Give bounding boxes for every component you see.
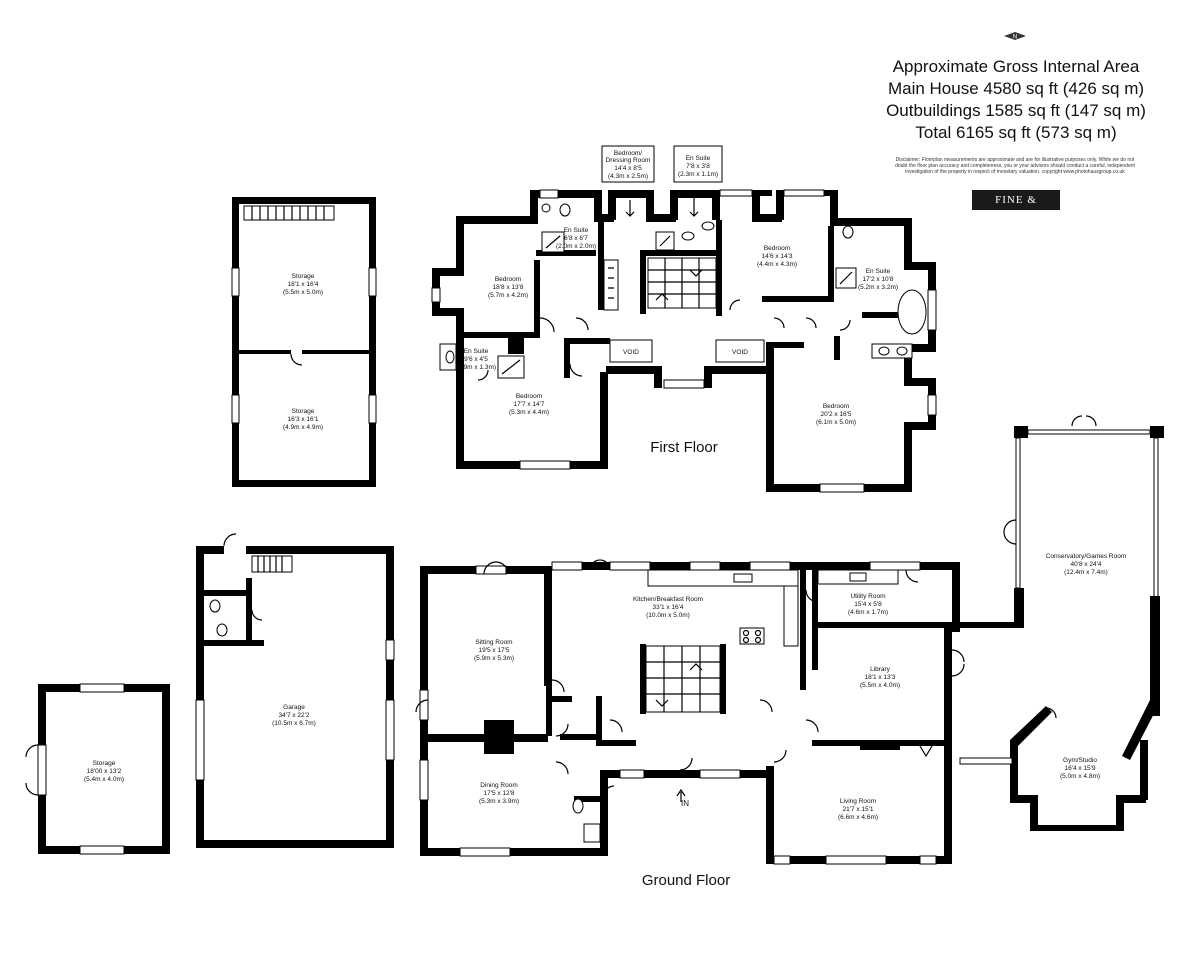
bedroom-3-metric: (5.3m x 4.4m) — [509, 409, 549, 416]
dining-metric: (5.3m x 3.9m) — [479, 798, 519, 805]
gym-size: 16'4 x 15'9 — [1064, 765, 1095, 772]
first-floor-label: First Floor — [650, 439, 718, 456]
outbuilding-storage-block — [231, 197, 377, 487]
ensuite-a-size: 6'8 x 6'7 — [564, 235, 588, 242]
area-main-house: Main House 4580 sq ft (426 sq m) — [887, 79, 1145, 98]
bedroom-3-size: 17'7 x 14'7 — [513, 401, 544, 408]
living-size: 21'7 x 15'1 — [842, 806, 873, 813]
kitchen-metric: (10.0m x 5.0m) — [646, 612, 690, 619]
dining-size: 17'5 x 12'8 — [483, 790, 514, 797]
storage-top-name: Storage — [292, 273, 315, 280]
dressing-name2: Dressing Room — [606, 157, 651, 164]
first-floor-staircase — [647, 257, 717, 309]
garage-size: 34'7 x 22'2 — [278, 712, 309, 719]
kitchen-size: 33'1 x 16'4 — [652, 604, 683, 611]
svg-text:N: N — [1013, 35, 1017, 41]
bedroom-1-size: 18'8 x 13'8 — [492, 284, 523, 291]
dressing-metric: (4.3m x 2.5m) — [608, 173, 648, 180]
living-metric: (6.6m x 4.6m) — [838, 814, 878, 821]
storage-bottom-size: 18'00 x 13'2 — [87, 768, 122, 775]
area-summary: Approximate Gross Internal Area Main Hou… — [856, 56, 1176, 144]
utility-size: 15'4 x 5'8 — [854, 601, 882, 608]
storage-mid-size: 16'3 x 16'1 — [287, 416, 318, 423]
bedroom-2-metric: (4.4m x 4.3m) — [757, 261, 797, 268]
ensuite-c-name: En Suite — [464, 348, 489, 355]
staircase — [243, 205, 335, 221]
storage-mid-metric: (4.9m x 4.9m) — [283, 424, 323, 431]
void-1-label: VOID — [623, 349, 639, 356]
garage-name: Garage — [283, 704, 305, 711]
conservatory-metric: (12.4m x 7.4m) — [1064, 569, 1108, 576]
conservatory-name: Conservatory/Games Room — [1046, 553, 1127, 560]
ensuite-b-size: 17'2 x 10'8 — [862, 276, 893, 283]
storage-top-metric: (5.5m x 5.0m) — [283, 289, 323, 296]
area-total: Total 6165 sq ft (573 sq m) — [915, 123, 1117, 142]
bedroom-4-size: 20'2 x 16'5 — [820, 411, 851, 418]
utility-metric: (4.6m x 1.7m) — [848, 609, 888, 616]
gym-name: Gym/Studio — [1063, 757, 1097, 764]
library-metric: (5.5m x 4.0m) — [860, 682, 900, 689]
gym-metric: (5.0m x 4.8m) — [1060, 773, 1100, 780]
conservatory-block — [959, 415, 1164, 831]
bedroom-3-name: Bedroom — [516, 393, 542, 400]
entrance-label: IN — [681, 799, 689, 808]
small-storage-block — [25, 683, 170, 855]
storage-bottom-name: Storage — [93, 760, 116, 767]
bedroom-4-name: Bedroom — [823, 403, 849, 410]
sitting-metric: (5.9m x 5.3m) — [474, 655, 514, 662]
bedroom-1-name: Bedroom — [495, 276, 521, 283]
ensuite-c-metric: (2.9m x 1.3m) — [456, 364, 496, 371]
sitting-size: 19'5 x 17'5 — [478, 647, 509, 654]
void-2-label: VOID — [732, 349, 748, 356]
north-compass-icon: N — [1004, 30, 1026, 45]
bedroom-4-metric: (6.1m x 5.0m) — [816, 419, 856, 426]
bedroom-1-metric: (5.7m x 4.2m) — [488, 292, 528, 299]
storage-mid-name: Storage — [292, 408, 315, 415]
room-labels: First Floor Ground Floor IN Storage 18'1… — [84, 150, 1126, 889]
ensuite-b-name: En Suite — [866, 268, 891, 275]
conservatory-size: 40'8 x 24'4 — [1070, 561, 1101, 568]
ensuite-a-metric: (2.0m x 2.0m) — [556, 243, 596, 250]
ensuite-c-size: 9'6 x 4'5 — [464, 356, 488, 363]
entrance-arrow-icon — [676, 788, 686, 802]
storage-top-size: 18'1 x 16'4 — [287, 281, 318, 288]
ensuite-b-metric: (5.2m x 3.2m) — [858, 284, 898, 291]
agent-logo: FINE & COUNTRY — [972, 190, 1060, 226]
living-name: Living Room — [840, 798, 876, 805]
ensuite-a-name: En Suite — [564, 227, 589, 234]
dining-name: Dining Room — [480, 782, 518, 789]
garage-metric: (10.5m x 6.7m) — [272, 720, 316, 727]
garage-block — [195, 533, 395, 848]
disclaimer-text: Disclaimer: Floorplan measurements are a… — [895, 157, 1135, 175]
ensuite-top-name: En Suite — [686, 155, 711, 162]
sitting-name: Sitting Room — [475, 639, 512, 646]
utility-name: Utility Room — [850, 593, 885, 600]
first-floor-plan — [431, 145, 937, 493]
library-name: Library — [870, 666, 891, 673]
dressing-name: Bedroom/ — [614, 150, 642, 157]
bedroom-2-size: 14'6 x 14'3 — [761, 253, 792, 260]
area-outbuildings: Outbuildings 1585 sq ft (147 sq m) — [886, 101, 1146, 120]
area-title: Approximate Gross Internal Area — [892, 57, 1140, 76]
library-size: 18'1 x 13'3 — [864, 674, 895, 681]
storage-bottom-metric: (5.4m x 4.0m) — [84, 776, 124, 783]
dressing-size: 14'4 x 8'5 — [614, 165, 642, 172]
ensuite-top-size: 7'8 x 3'8 — [686, 163, 710, 170]
ensuite-top-metric: (2.3m x 1.1m) — [678, 171, 718, 178]
kitchen-name: Kitchen/Breakfast Room — [633, 596, 703, 603]
bedroom-2-name: Bedroom — [764, 245, 790, 252]
ground-floor-staircase — [645, 645, 721, 713]
ground-floor-plan — [415, 559, 965, 865]
ground-floor-label: Ground Floor — [642, 872, 730, 889]
